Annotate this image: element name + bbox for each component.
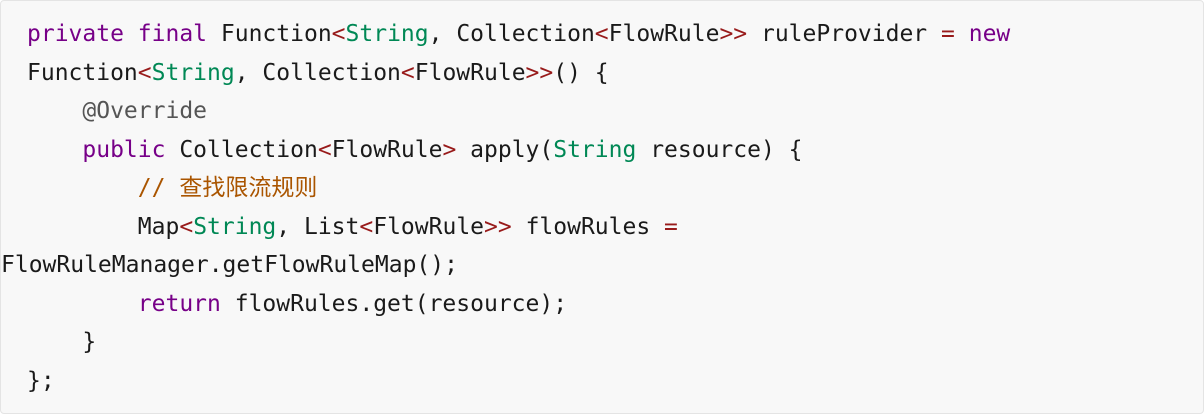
code-token: >> (484, 213, 512, 240)
code-token: < (137, 59, 152, 86)
code-token: new (968, 21, 1011, 47)
code-token: ruleProvider (747, 21, 942, 47)
code-token: resource) { (636, 136, 803, 163)
code-token: () { (553, 59, 609, 86)
code-token: < (317, 136, 332, 163)
code-token: Collection (165, 136, 318, 163)
code-token: final (137, 21, 208, 47)
code-token: FlowRule (608, 21, 720, 47)
code-token: public (82, 136, 166, 163)
code-token: >> (525, 59, 554, 86)
code-token: > (442, 136, 457, 163)
code-token: @Override (82, 98, 208, 124)
code-token: FlowRule (414, 59, 526, 86)
code-token: , Collection (428, 21, 595, 47)
code-token: String (345, 21, 429, 47)
code-token: Function (27, 59, 138, 86)
code-token: Function (207, 21, 332, 47)
code-token (124, 21, 138, 47)
code-token: < (359, 213, 374, 240)
code-token: flowRules.get(resource); (220, 290, 568, 317)
code-line: public Collection<FlowRule> apply(String… (27, 131, 1203, 170)
code-token: flowRules (511, 213, 665, 240)
code-token: private (27, 21, 124, 47)
code-token: FlowRuleManager.getFlowRuleMap(); (1, 252, 458, 278)
code-token: Map (137, 213, 180, 240)
code-token: // 查找限流规则 (137, 175, 318, 201)
code-line: Function<String, Collection<FlowRule>>()… (27, 54, 1203, 93)
code-line: return flowRules.get(resource); (27, 285, 1203, 324)
code-token: < (594, 21, 609, 47)
code-line: } (27, 323, 1203, 362)
code-line: @Override (27, 92, 1203, 131)
code-token: }; (27, 367, 55, 394)
code-token: FlowRule (373, 213, 485, 240)
code-line: private final Function<String, Collectio… (27, 15, 1203, 54)
code-line: // 查找限流规则 (27, 169, 1203, 208)
code-token: } (82, 329, 97, 355)
code-token: < (179, 213, 194, 240)
code-token: apply( (456, 136, 554, 163)
code-line: }; (27, 362, 1203, 401)
code-token: String (193, 213, 277, 240)
code-token: , Collection (234, 59, 401, 86)
code-token: >> (719, 21, 748, 47)
code-token: = (664, 213, 678, 240)
code-token: < (400, 59, 415, 86)
code-token: FlowRule (331, 136, 443, 163)
code-line: FlowRuleManager.getFlowRuleMap(); (1, 246, 1203, 285)
code-token: = (941, 21, 955, 47)
code-token: return (137, 290, 221, 317)
code-token: < (331, 21, 346, 47)
code-token: String (151, 59, 235, 86)
java-code: private final Function<String, Collectio… (1, 15, 1203, 401)
code-token: , List (276, 213, 360, 240)
code-token (955, 21, 969, 47)
code-line: Map<String, List<FlowRule>> flowRules = (27, 208, 1203, 247)
code-token: String (553, 136, 637, 163)
